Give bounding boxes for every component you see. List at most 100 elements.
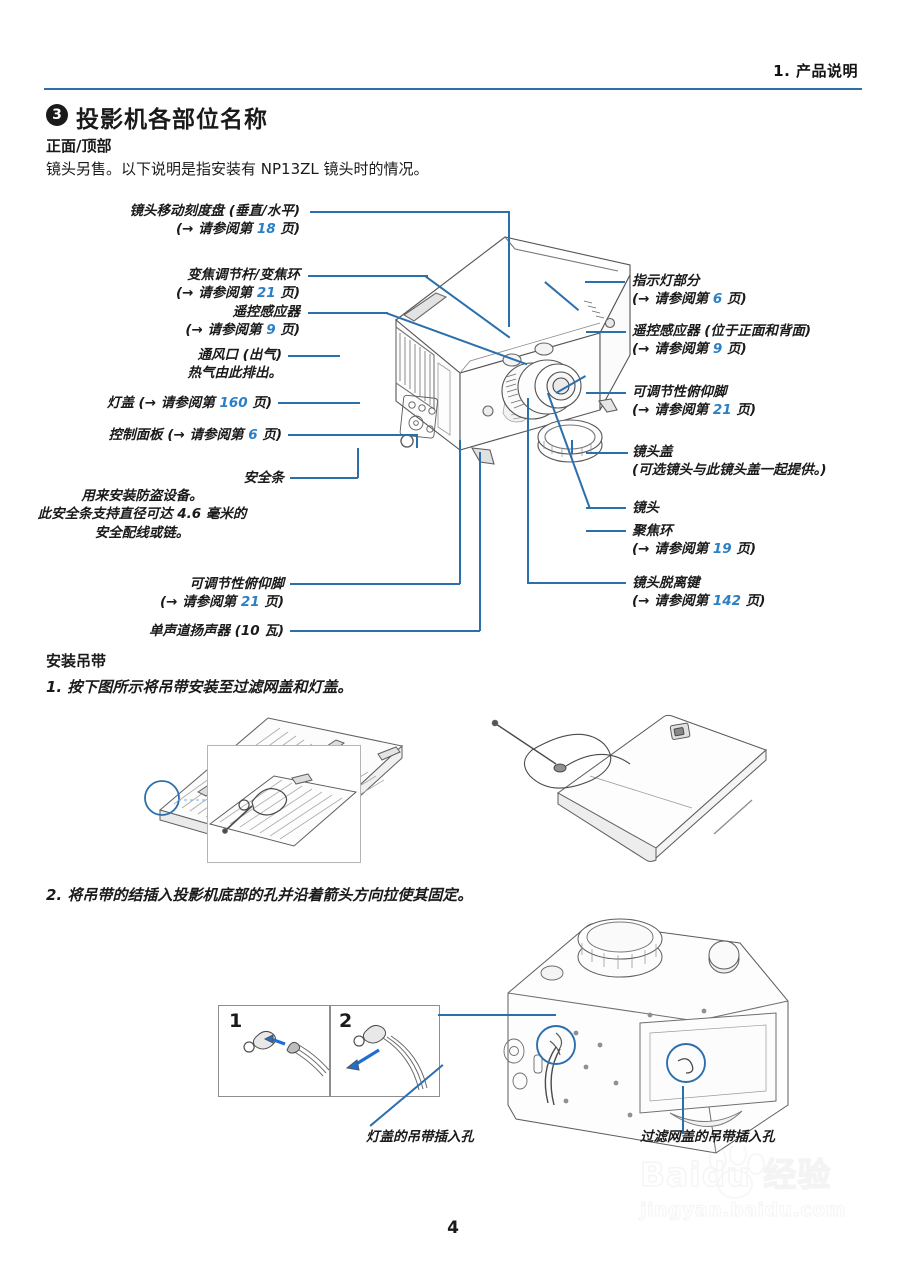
filter-cover-detail-inset [207,745,361,863]
callout-page-ref: (→ 请参阅第 21 页) [159,594,284,611]
callout-page-ref: (→ 请参阅第 9 页) [632,341,747,358]
callout-control-panel: 控制面板 (→ 请参阅第 6 页) [108,427,282,443]
page-number-ref: 19 [712,541,732,558]
leader-line [357,448,359,478]
callout-remote-sensor-left: 遥控感应器 (→ 请参阅第 9 页) [0,303,300,339]
callout-lens-shift-dial: 镜头移动刻度盘 (垂直/水平) (→ 请参阅第 18 页) [0,202,300,238]
leader-line [479,452,481,631]
leader-line [290,630,480,632]
callout-page-ref: (→ 请参阅第 18 页) [175,221,300,238]
leader-line [288,434,418,436]
leader-line [586,507,626,509]
leader-line [278,402,360,404]
callout-lens-cap: 镜头盖 (可选镜头与此镜头盖一起提供。) [632,443,827,479]
callout-tilt-foot-right: 可调节性俯仰脚 (→ 请参阅第 21 页) [632,383,756,419]
strap-knot-inset-panel: 1 2 [218,1005,440,1097]
callout-zoom-lever: 变焦调节杆/变焦环 (→ 请参阅第 21 页) [0,266,300,302]
leader-line [527,398,529,584]
page-number-ref: 142 [712,593,742,610]
callout-lens-release-button: 镜头脱离键 (→ 请参阅第 142 页) [632,574,765,610]
callout-line: 聚焦环 [632,523,673,539]
install-step-2: 2. 将吊带的结插入投影机底部的孔并沿着箭头方向拉使其固定。 [46,886,473,904]
callout-page-ref: (→ 请参阅第 6 页) [632,291,747,308]
inset-divider [329,1006,331,1096]
leader-line [571,440,573,454]
page-number-ref: 6 [712,291,723,308]
callout-line: 镜头 [632,500,659,516]
watermark-main-text: Baidu 经验 [639,1155,832,1194]
callout-page-ref: (→ 请参阅第 21 页) [632,402,757,419]
leader-line [585,281,625,283]
callout-line: 此安全条支持直径可达 4.6 毫米的 [37,506,247,523]
page-number-ref: 6 [248,427,258,443]
callout-tilt-foot-left: 可调节性俯仰脚 (→ 请参阅第 21 页) [0,575,284,611]
leader-line [290,583,460,585]
callout-line: 热气由此排出。 [187,365,283,382]
intro-paragraph: 镜头另售。以下说明是指安装有 NP13ZL 镜头时的情况。 [46,160,429,178]
subsection-heading: 正面/顶部 [46,137,112,155]
callout-page-ref: (→ 请参阅第 19 页) [632,541,757,558]
leader-line [586,392,626,394]
callout-page-ref: (→ 请参阅第 21 页) [175,285,300,302]
callout-line: 可调节性俯仰脚 [189,576,285,592]
leader-line [288,355,340,357]
callout-line: 安全条 [243,470,285,486]
callout-line: 镜头移动刻度盘 (垂直/水平) [129,203,300,219]
callout-remote-sensor-right: 遥控感应器 (位于正面和背面) (→ 请参阅第 9 页) [632,322,811,358]
caption-lamp-cover-strap-hole: 灯盖的吊带插入孔 [366,1129,474,1145]
leader-line [310,211,510,213]
section-number-badge: 3 [46,104,68,126]
callout-line: 用来安装防盗设备。 [81,488,203,505]
callout-focus-ring: 聚焦环 (→ 请参阅第 19 页) [632,522,756,558]
leader-line [290,477,358,479]
leader-line [459,440,461,584]
callout-lamp-cover: 灯盖 (→ 请参阅第 160 页) [106,395,272,411]
inset-step-number-1: 1 [229,1010,243,1032]
leader-line [438,1014,556,1016]
page-number-ref: 9 [266,322,276,339]
inset-step-number-2: 2 [339,1010,353,1032]
callout-line: 遥控感应器 (位于正面和背面) [632,323,812,339]
callout-line: 镜头脱离键 [632,575,700,591]
caption-filter-cover-strap-hole: 过滤网盖的吊带插入孔 [640,1129,775,1145]
page-number-ref: 160 [219,395,248,411]
leader-line [527,582,587,584]
callout-line: 可调节性俯仰脚 [632,384,727,400]
leader-line [416,434,418,448]
page-number-footer: 4 [447,1218,459,1238]
section-title: 投影机各部位名称 [76,107,268,133]
callout-page-ref: (→ 请参阅第 9 页) [185,322,300,339]
callout-line: (可选镜头与此镜头盖一起提供。) [632,462,827,479]
header-divider [44,88,862,90]
leader-line [586,582,626,584]
leader-line [586,452,628,454]
callout-line: 单声道扬声器 (10 瓦) [148,623,284,639]
callout-line: 遥控感应器 [232,304,301,320]
leader-line [586,331,626,333]
leader-line [508,211,510,327]
page-header-chapter: 1. 产品说明 [773,62,858,80]
page-number-ref: 21 [256,285,276,302]
leader-line [586,530,626,532]
install-step-1: 1. 按下图所示将吊带安装至过滤网盖和灯盖。 [46,678,353,696]
leader-line [308,275,428,277]
install-strap-heading: 安装吊带 [46,652,107,670]
leader-line [308,312,388,314]
leader-line [682,1086,684,1134]
callout-line: 指示灯部分 [632,273,700,289]
callout-indicator-section: 指示灯部分 (→ 请参阅第 6 页) [632,272,747,308]
page-number-ref: 9 [712,341,723,358]
page-number-ref: 21 [240,594,260,611]
page-number-ref: 21 [712,402,732,419]
callout-line: 安全配线或链。 [94,524,190,541]
callout-lens: 镜头 [632,499,659,517]
callout-security-bar: 安全条 用来安装防盗设备。 此安全条支持直径可达 4.6 毫米的 安全配线或链。 [0,469,284,542]
callout-page-ref: (→ 请参阅第 142 页) [632,593,766,610]
callout-line: 变焦调节杆/变焦环 [187,267,300,283]
projector-bottom-illustration [490,905,810,1155]
lamp-cover-illustration [480,688,770,863]
callout-mono-speaker: 单声道扬声器 (10 瓦) [0,622,284,640]
callout-line: 通风口 (出气) [197,347,282,363]
page-number-ref: 18 [256,221,276,238]
